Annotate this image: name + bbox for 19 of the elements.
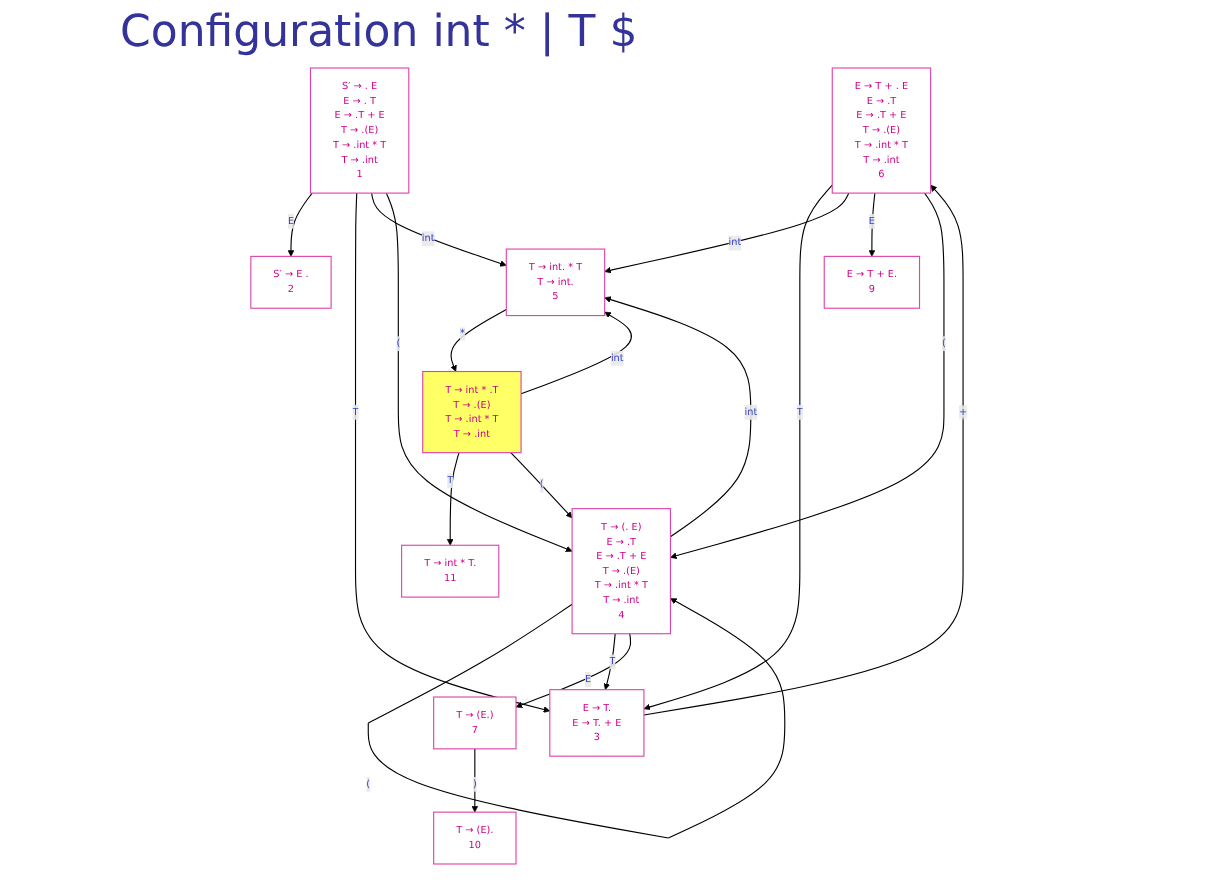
arrow bbox=[471, 748, 479, 813]
arrow bbox=[450, 308, 507, 372]
arrow bbox=[520, 311, 632, 395]
arrow bbox=[868, 192, 876, 257]
arrow bbox=[510, 452, 573, 519]
arrow bbox=[643, 184, 833, 711]
arrow bbox=[385, 192, 573, 553]
arrow bbox=[354, 192, 551, 713]
arrow bbox=[367, 598, 786, 839]
arrow bbox=[287, 192, 313, 257]
arrow bbox=[604, 296, 752, 538]
arrow bbox=[604, 192, 850, 274]
arrow bbox=[670, 192, 945, 559]
arrow bbox=[643, 184, 964, 716]
arrow bbox=[371, 192, 507, 267]
arrow bbox=[515, 633, 632, 708]
arrow bbox=[603, 633, 616, 690]
arrow bbox=[446, 452, 460, 546]
title: Configuration int * | T $ bbox=[120, 8, 640, 58]
